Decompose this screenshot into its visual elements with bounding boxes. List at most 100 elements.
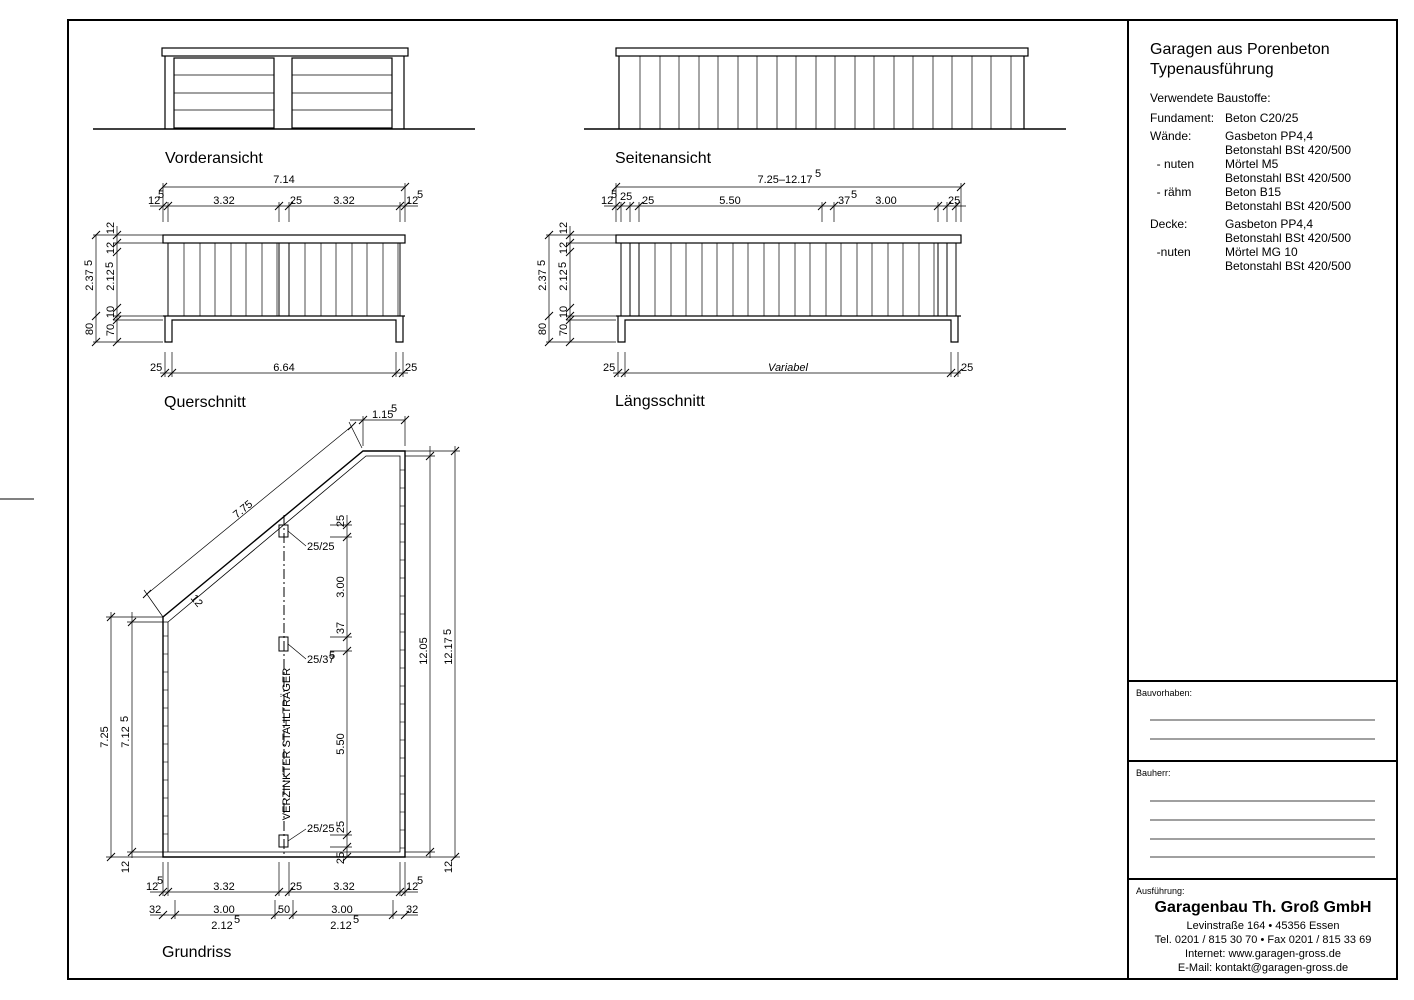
- label-ausfuehrung: Ausführung:: [1136, 886, 1185, 896]
- company-email: E-Mail: kontakt@garagen-gross.de: [1177, 962, 1349, 974]
- material-value: Betonstahl BSt 420/500: [1225, 143, 1352, 157]
- dim-front-edge-right: 12: [406, 195, 418, 207]
- dim-plan-seg-25a: 25: [335, 515, 347, 527]
- material-row: Wände:Gasbeton PP4,4: [1150, 129, 1390, 143]
- vertical-dim-superscripts: 5 5 5 5 5 5: [83, 260, 569, 722]
- dim-long-edge-sup: 5: [611, 189, 617, 201]
- sup-long-h-total: 5: [536, 260, 548, 266]
- dim-plan-bottom-edge-left: 12: [146, 881, 158, 893]
- sup-plan-1217: 5: [442, 629, 454, 635]
- label-bauherr: Bauherr:: [1136, 768, 1171, 778]
- dim-plan-seg-25c: 25: [335, 852, 347, 864]
- bauvorhaben-lines: [1150, 719, 1375, 740]
- label-steel-beam: VERZINKTER STAHLTRÄGER: [281, 668, 293, 820]
- sup-cross-h-total: 5: [83, 260, 95, 266]
- dim-cross-h-total: 2.37: [84, 269, 96, 290]
- label-querschnitt: Querschnitt: [164, 394, 246, 411]
- material-value: Betonstahl BSt 420/500: [1225, 259, 1352, 273]
- dim-long-37-sup: 5: [851, 189, 857, 201]
- materials-heading: Verwendete Baustoffe:: [1150, 91, 1271, 105]
- side-elevation: [584, 47, 1066, 130]
- dim-long-25c: 25: [948, 195, 960, 207]
- cross-vertical-dim-texts: 2.37 80 12 12 2.12 10 70: [84, 222, 117, 336]
- company-phone: Tel. 0201 / 815 30 70 • Fax 0201 / 815 3…: [1154, 934, 1372, 946]
- material-value: Gasbeton PP4,4: [1225, 129, 1314, 143]
- dim-long-h-12b: 12: [558, 242, 570, 254]
- dim-plan-left-edge: 12: [120, 861, 132, 873]
- dim-front-total: 7.14: [273, 174, 294, 186]
- plan-vertical-dim-texts: 25 3.00 37 5.50 25 25 12.05 12.17 12 7.2…: [99, 515, 455, 873]
- material-value: Gasbeton PP4,4: [1225, 217, 1314, 231]
- dim-long-edge: 12: [601, 195, 613, 207]
- material-row: Betonstahl BSt 420/500: [1150, 231, 1390, 245]
- long-section-dims: [544, 182, 966, 378]
- title-line-1: Garagen aus Porenbeton: [1150, 41, 1330, 58]
- dim-plan-212-right-sup: 5: [353, 914, 359, 926]
- dim-long-300: 3.00: [875, 195, 896, 207]
- front-elevation: [93, 47, 475, 130]
- material-row: Fundament: Beton C20/25: [1150, 111, 1390, 125]
- material-value: Betonstahl BSt 420/500: [1225, 231, 1352, 245]
- floor-plan-dims: [106, 415, 460, 920]
- material-key: Fundament:: [1150, 111, 1215, 125]
- company-internet: Internet: www.garagen-gross.de: [1185, 948, 1341, 960]
- material-row: Decke: Gasbeton PP4,4: [1150, 217, 1390, 231]
- dim-plan-1217: 12.17: [443, 637, 455, 665]
- company-name: Garagenbau Th. Groß GmbH: [1154, 899, 1372, 916]
- material-key: Decke:: [1150, 217, 1188, 231]
- dim-cross-bottom-total: 6.64: [273, 362, 294, 374]
- dim-long-bottom-left: 25: [603, 362, 615, 374]
- material-row: Betonstahl BSt 420/500: [1150, 143, 1390, 157]
- label-grundriss: Grundriss: [162, 944, 231, 961]
- material-value: Mörtel MG 10: [1225, 245, 1298, 259]
- dim-plan-50: 50: [278, 904, 290, 916]
- dim-plan-712: 7.12: [120, 726, 132, 747]
- long-vertical-dim-texts: 2.37 80 12 12 2.12 10 70: [537, 222, 570, 336]
- dim-long-h-inner: 2.12: [558, 269, 570, 290]
- material-value: Mörtel M5: [1225, 157, 1279, 171]
- dim-cross-h-12a: 12: [105, 222, 117, 234]
- material-value: Beton C20/25: [1225, 111, 1299, 125]
- dim-long-h-80: 80: [537, 323, 549, 335]
- sup-cross-h-inner: 5: [104, 262, 116, 268]
- dim-plan-right-edge: 12: [443, 861, 455, 873]
- dim-long-h-10: 10: [558, 306, 570, 318]
- dim-long-variabel: Variabel: [768, 362, 809, 374]
- dim-front-mid: 25: [290, 195, 302, 207]
- material-value: Beton B15: [1225, 185, 1282, 199]
- label-post-bottom: 25/25: [307, 823, 335, 835]
- cross-section: [162, 234, 406, 343]
- label-laengsschnitt: Längsschnitt: [615, 393, 705, 410]
- sup-long-h-inner: 5: [557, 262, 569, 268]
- dim-plan-212-left: 2.12: [211, 920, 232, 932]
- dim-plan-212-left-sup: 5: [234, 914, 240, 926]
- dim-front-half-right: 3.32: [333, 195, 354, 207]
- dim-long-h-total: 2.37: [537, 269, 549, 290]
- material-value: Betonstahl BSt 420/500: [1225, 171, 1352, 185]
- floor-plan: [162, 450, 406, 858]
- material-key: - rähm: [1150, 185, 1192, 199]
- cross-section-dims: [91, 182, 418, 378]
- titleblock-title: Garagen aus Porenbeton Typenausführung: [1150, 40, 1330, 80]
- dim-plan-1205: 12.05: [418, 637, 430, 665]
- dim-plan-seg-37: 37: [335, 622, 347, 634]
- material-row: Betonstahl BSt 420/500: [1150, 199, 1390, 213]
- dim-plan-seg-550: 5.50: [335, 733, 347, 754]
- sheet-border: [67, 19, 1398, 980]
- dim-long-25a: 25: [620, 191, 632, 203]
- dim-plan-diagonal: 7.75: [231, 498, 255, 521]
- label-vorderansicht: Vorderansicht: [165, 150, 263, 167]
- dim-cross-bottom-right: 25: [405, 362, 417, 374]
- material-row: - rähm Beton B15: [1150, 185, 1390, 199]
- dim-long-550: 5.50: [719, 195, 740, 207]
- dim-plan-top-sup: 5: [391, 403, 397, 415]
- dim-plan-bottom-half-left: 3.32: [213, 881, 234, 893]
- dim-long-bottom-right: 25: [961, 362, 973, 374]
- bauherr-lines: [1150, 800, 1375, 858]
- dim-plan-top: 1.15: [372, 409, 393, 421]
- dim-plan-bottom-edge-right-sup: 5: [417, 875, 423, 887]
- dim-front-edge-left-sup: 5: [158, 189, 164, 201]
- dim-cross-h-70: 70: [105, 324, 117, 336]
